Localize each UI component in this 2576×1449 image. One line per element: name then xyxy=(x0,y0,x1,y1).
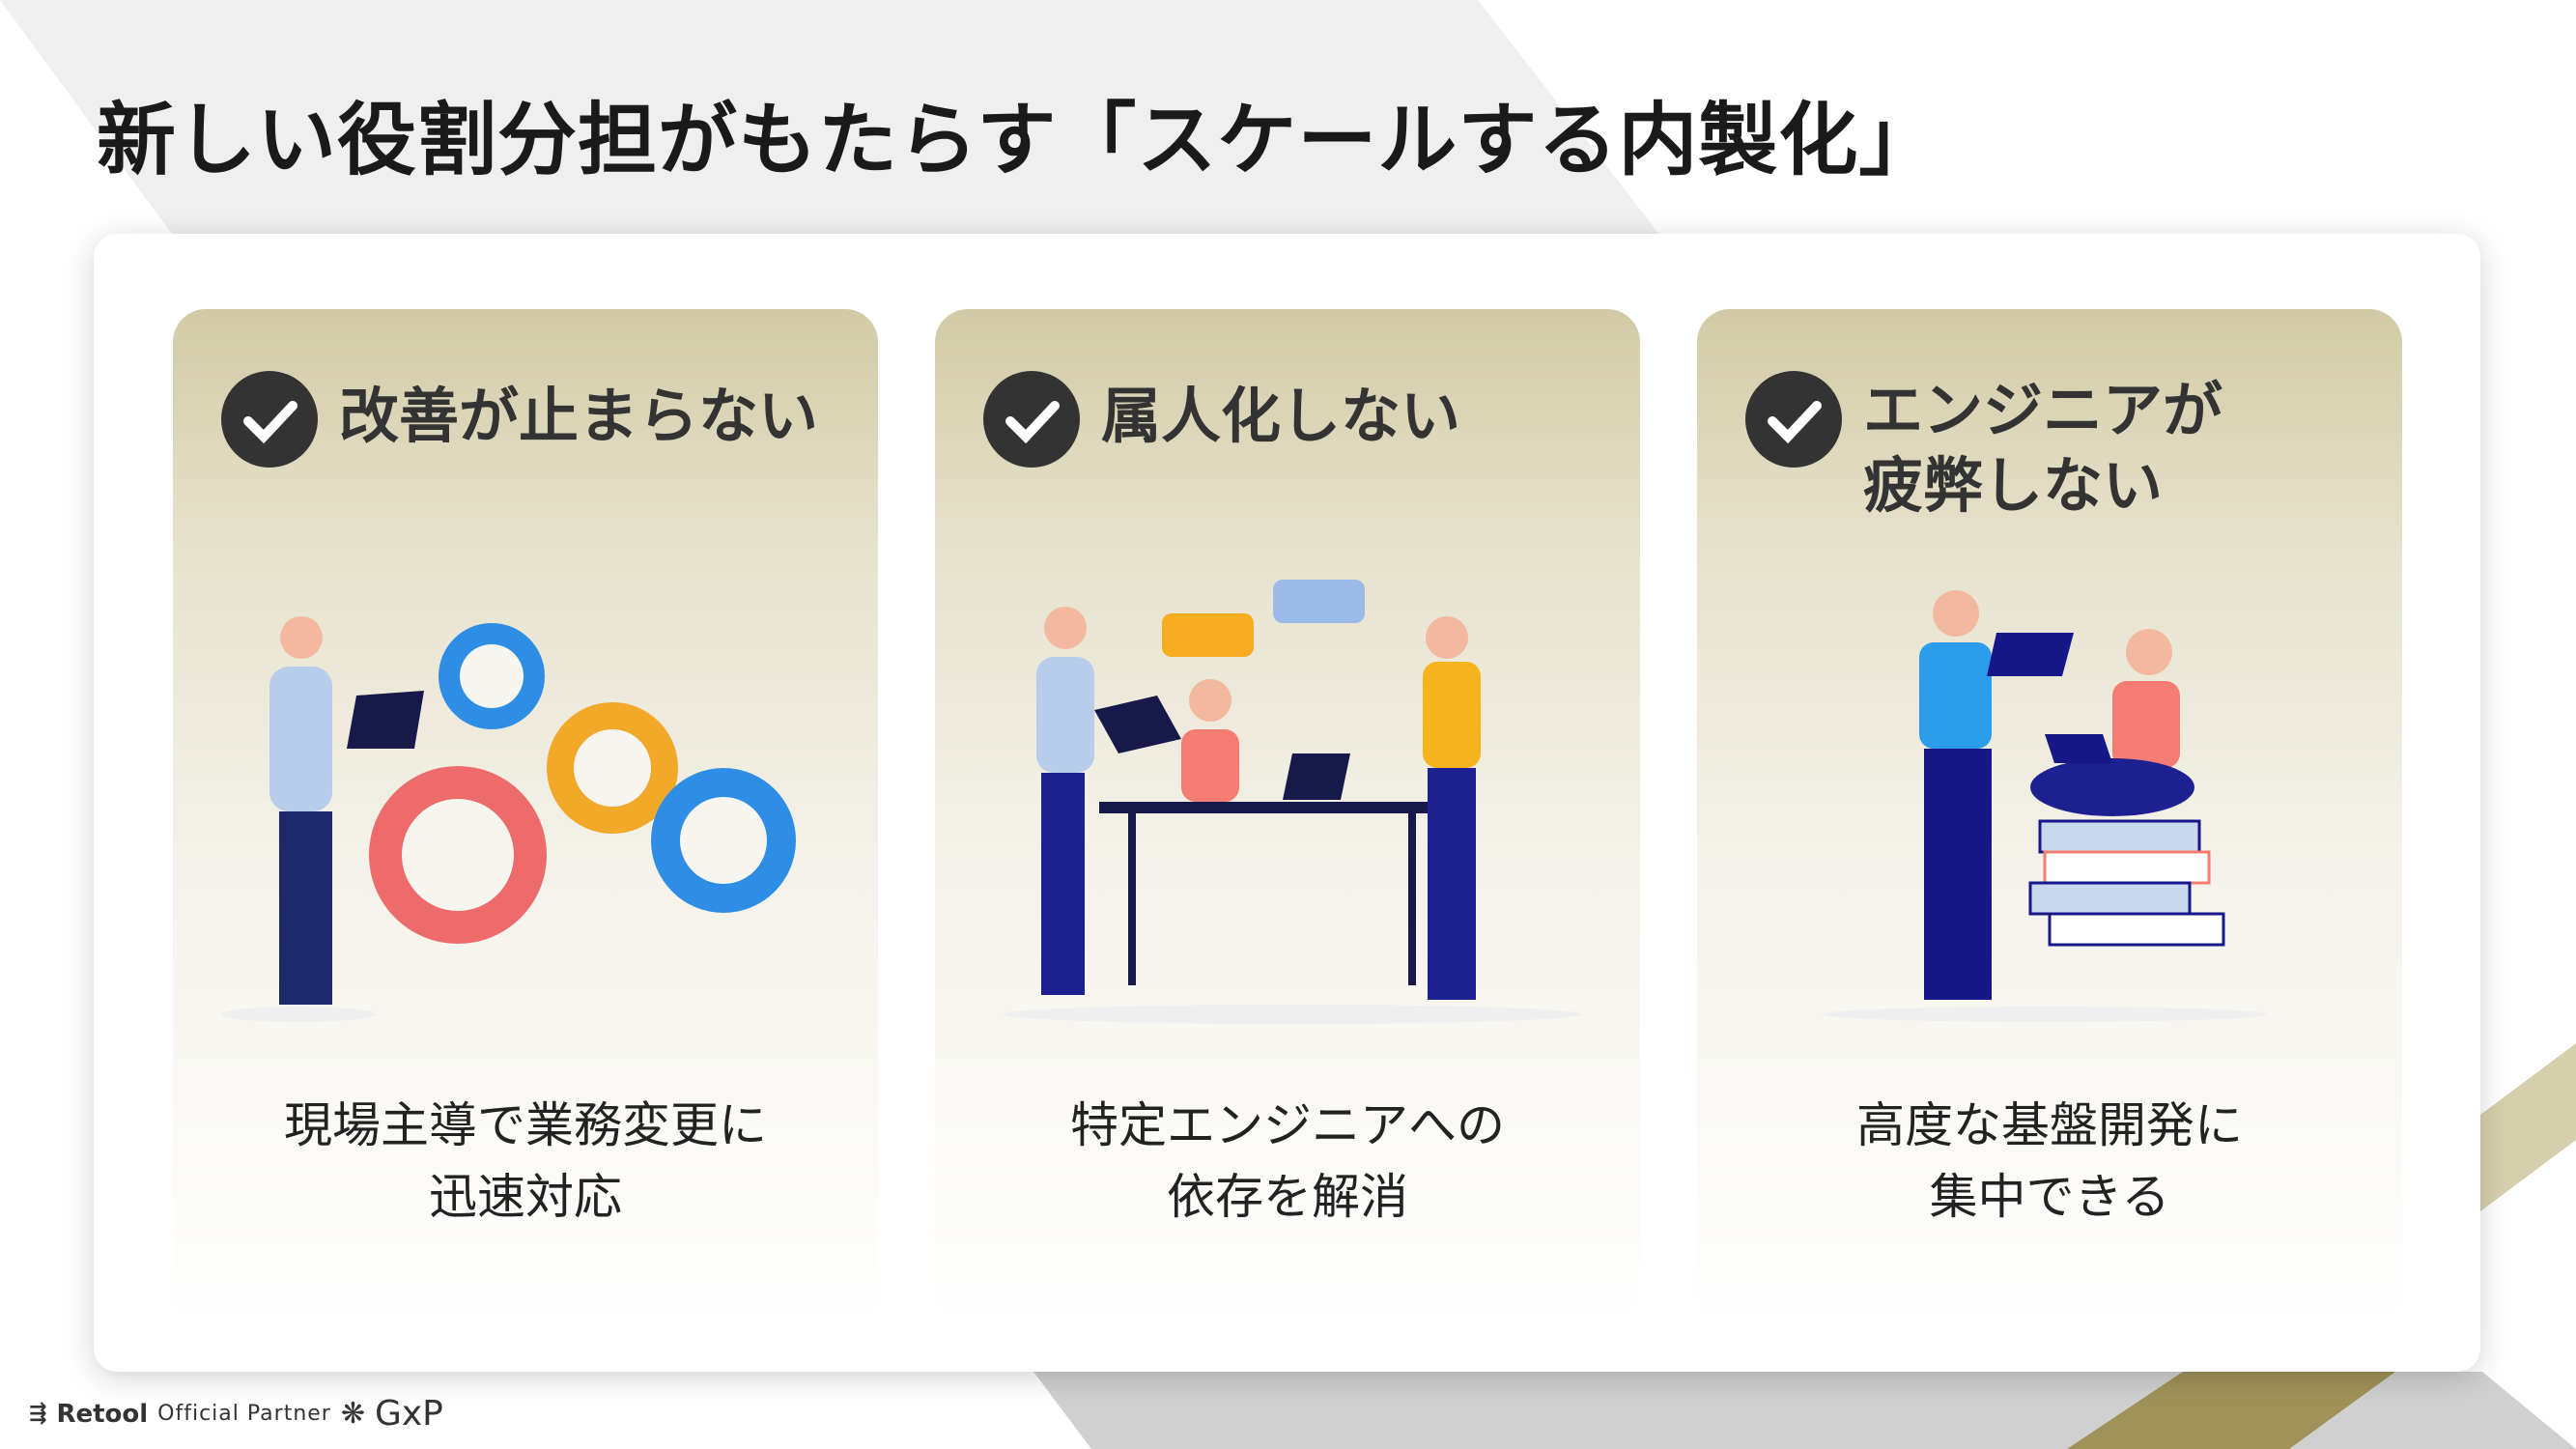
page-title: 新しい役割分担がもたらす「スケールする内製化」 xyxy=(97,95,1939,186)
panel-description: 特定エンジニアへの依存を解消 xyxy=(935,1090,1640,1233)
desc-line: 迅速対応 xyxy=(429,1169,622,1225)
heading-line: 属人化しない xyxy=(1101,381,1461,451)
benefit-panel-3: エンジニアが疲弊しない 高度な基盤開発に集中できる xyxy=(1697,309,2402,1323)
engineers-books-illustration xyxy=(1823,590,2267,1022)
benefit-panel-2: 属人化しない 特定エンジニアへの依存を解消 xyxy=(935,309,1640,1323)
benefit-panel-1: 改善が止まらない 現場主導で業務変更に迅速対応 xyxy=(173,309,878,1323)
desc-line: 依存を解消 xyxy=(1167,1169,1408,1225)
panel-description: 高度な基盤開発に集中できる xyxy=(1697,1090,2402,1233)
gxp-logo-icon: ❋ xyxy=(340,1397,365,1431)
gears-illustration xyxy=(221,616,796,1022)
gxp-logo-text: GxP xyxy=(374,1394,443,1434)
desc-line: 特定エンジニアへの xyxy=(1070,1097,1505,1153)
desc-line: 高度な基盤開発に xyxy=(1856,1097,2243,1153)
footer-logos: ⇶ Retool Official Partner ❋ GxP xyxy=(29,1394,443,1434)
panel-heading: 属人化しない xyxy=(1101,379,1460,454)
panel-description: 現場主導で業務変更に迅速対応 xyxy=(173,1090,878,1233)
panel-heading: 改善が止まらない xyxy=(339,379,818,454)
check-icon xyxy=(221,371,318,468)
heading-line: 改善が止まらない xyxy=(339,381,819,451)
check-icon xyxy=(1745,371,1842,468)
retool-logo-icon: ⇶ xyxy=(29,1402,47,1426)
heading-line: 疲弊しない xyxy=(1863,450,2164,521)
team-meeting-illustration xyxy=(1003,580,1582,1024)
check-icon xyxy=(983,371,1080,468)
panel-heading: エンジニアが疲弊しない xyxy=(1863,373,2222,524)
retool-logo-text: Retool xyxy=(56,1399,149,1429)
desc-line: 現場主導で業務変更に xyxy=(284,1097,767,1153)
desc-line: 集中できる xyxy=(1929,1169,2170,1225)
partner-label: Official Partner xyxy=(157,1402,331,1426)
heading-line: エンジニアが xyxy=(1863,375,2223,445)
